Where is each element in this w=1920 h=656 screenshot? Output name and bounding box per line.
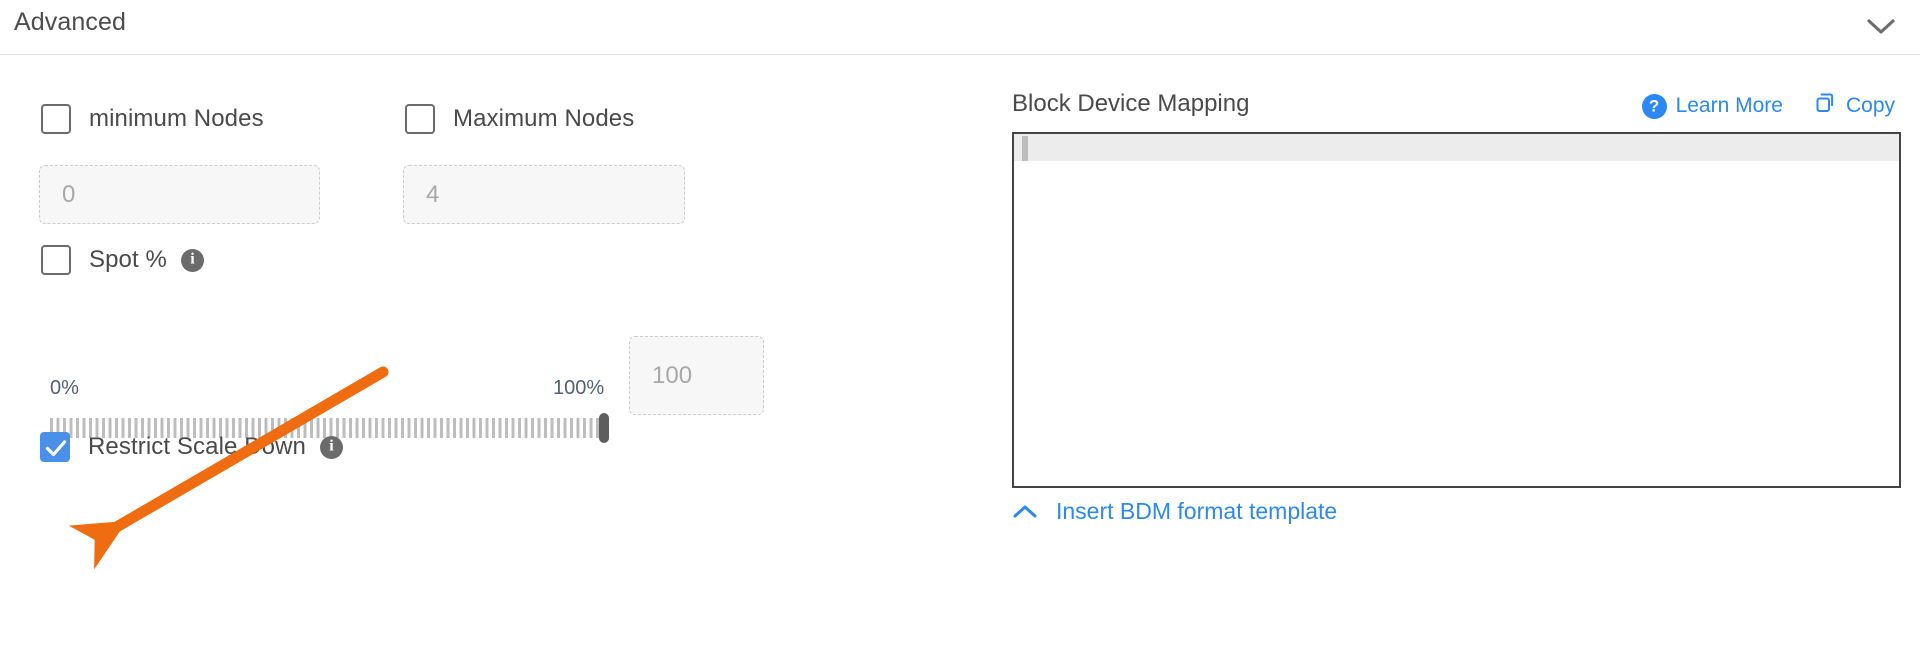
editor-gutter: [1022, 136, 1028, 161]
learn-more-label: Learn More: [1675, 94, 1783, 117]
maximum-nodes-input-value: 4: [426, 180, 440, 208]
editor-active-line: [1014, 134, 1899, 161]
slider-scale-labels: 0% 100%: [50, 377, 770, 403]
copy-icon: [1813, 91, 1837, 121]
maximum-nodes-row: Maximum Nodes: [405, 104, 634, 134]
copy-label: Copy: [1845, 94, 1895, 117]
block-device-mapping-editor[interactable]: [1012, 132, 1901, 488]
info-icon-glyph: i: [190, 250, 195, 268]
slider-max-label: 100%: [553, 377, 605, 399]
minimum-nodes-checkbox[interactable]: [41, 104, 71, 134]
minimum-nodes-input[interactable]: 0: [39, 165, 320, 224]
spot-percent-row: Spot % i: [41, 245, 204, 275]
restrict-scale-down-label: Restrict Scale Down: [88, 433, 306, 460]
info-icon[interactable]: i: [180, 248, 204, 272]
block-device-mapping-pane: Block Device Mapping ? Learn More Copy: [995, 55, 1920, 656]
learn-more-link[interactable]: ? Learn More: [1641, 93, 1783, 119]
spot-percent-value: 100: [652, 361, 693, 389]
question-mark-glyph: ?: [1648, 96, 1660, 115]
insert-bdm-format-template-link[interactable]: Insert BDM format template: [1012, 498, 1337, 525]
minimum-nodes-input-value: 0: [62, 180, 76, 208]
chevron-down-icon[interactable]: [1864, 10, 1898, 44]
restrict-scale-down-checkbox[interactable]: [40, 432, 70, 462]
maximum-nodes-checkbox[interactable]: [405, 104, 435, 134]
advanced-section-header: Advanced: [0, 0, 1920, 55]
spot-percent-value-input[interactable]: 100: [629, 336, 764, 415]
maximum-nodes-input[interactable]: 4: [403, 165, 685, 224]
advanced-options-pane: minimum Nodes 0 Maximum Nodes 4 Spot % i…: [0, 55, 960, 656]
minimum-nodes-row: minimum Nodes: [41, 104, 264, 134]
page-title: Advanced: [14, 8, 126, 36]
copy-button[interactable]: Copy: [1813, 91, 1895, 121]
info-icon[interactable]: i: [319, 435, 343, 459]
info-icon-glyph: i: [329, 437, 334, 455]
block-device-mapping-title: Block Device Mapping: [1012, 90, 1250, 117]
question-mark-circle-icon: ?: [1641, 93, 1667, 119]
chevron-up-icon: [1012, 504, 1038, 520]
spot-percent-label: Spot %: [89, 246, 167, 273]
slider-thumb[interactable]: [599, 413, 609, 443]
minimum-nodes-label: minimum Nodes: [89, 105, 264, 132]
restrict-scale-down-row: Restrict Scale Down i: [40, 432, 343, 462]
slider-min-label: 0%: [50, 377, 79, 399]
block-device-mapping-actions: ? Learn More Copy: [1641, 91, 1895, 121]
maximum-nodes-label: Maximum Nodes: [453, 105, 635, 132]
insert-bdm-format-template-label: Insert BDM format template: [1056, 498, 1338, 524]
spot-percent-checkbox[interactable]: [41, 245, 71, 275]
